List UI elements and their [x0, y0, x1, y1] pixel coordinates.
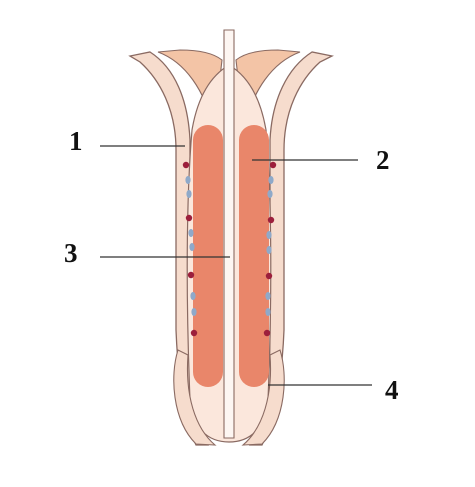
label-3: 3 [64, 238, 78, 268]
label-4: 4 [385, 375, 399, 405]
central-stem [223, 29, 235, 439]
right-bar [239, 125, 269, 387]
label-1: 1 [69, 126, 83, 156]
base-fold-left [173, 349, 217, 446]
dots-right [263, 161, 277, 337]
dots-left [182, 161, 198, 337]
base-fold-right [241, 349, 285, 446]
label-2: 2 [376, 145, 390, 175]
left-bar [193, 125, 223, 387]
